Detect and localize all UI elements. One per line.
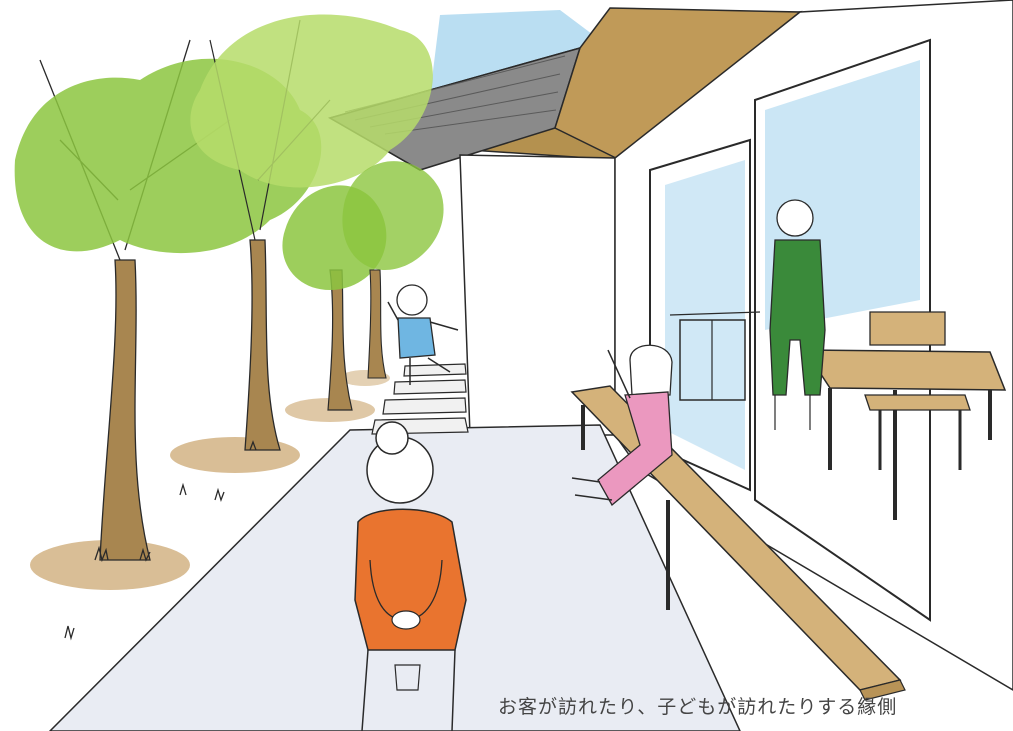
trees (14, 14, 444, 561)
tree-4 (342, 161, 444, 379)
boy-running (387, 284, 459, 385)
tree-2 (190, 14, 433, 451)
woman-back-view (354, 421, 467, 731)
table-and-chair (803, 311, 1007, 520)
girl-sitting (571, 344, 673, 507)
grass-tufts (64, 440, 257, 641)
person-inside-apron (769, 199, 826, 430)
caption: お客が訪れたり、子どもが訪れたりする縁側 (498, 696, 898, 718)
